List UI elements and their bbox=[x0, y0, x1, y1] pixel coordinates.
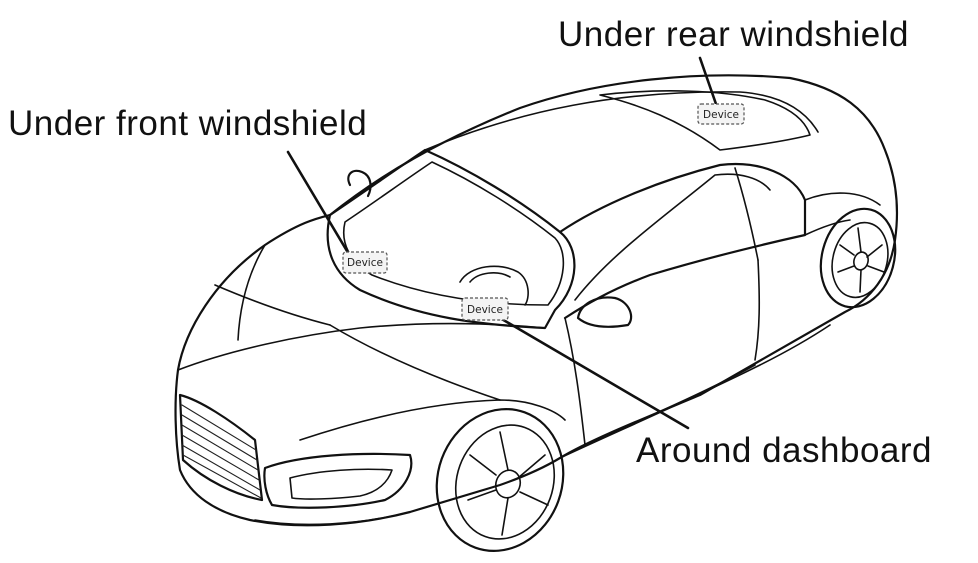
dashboard-label: Around dashboard bbox=[636, 431, 932, 470]
rear-device-label: Device bbox=[703, 109, 739, 121]
front-device-label: Device bbox=[347, 257, 383, 269]
rear-windshield-label: Under rear windshield bbox=[558, 15, 909, 54]
dash-device-label: Device bbox=[467, 304, 503, 316]
car-body bbox=[174, 74, 899, 527]
dash-device-tag: Device bbox=[461, 297, 509, 321]
front-pointer-line bbox=[286, 150, 352, 258]
dash-pointer-line bbox=[498, 316, 690, 430]
front-device-tag: Device bbox=[342, 251, 388, 274]
rear-device-tag: Device bbox=[697, 103, 745, 125]
front-windshield-label: Under front windshield bbox=[8, 104, 367, 143]
rear-wheel bbox=[819, 207, 897, 309]
front-wheel bbox=[435, 407, 565, 553]
rear-pointer-line bbox=[698, 56, 718, 106]
